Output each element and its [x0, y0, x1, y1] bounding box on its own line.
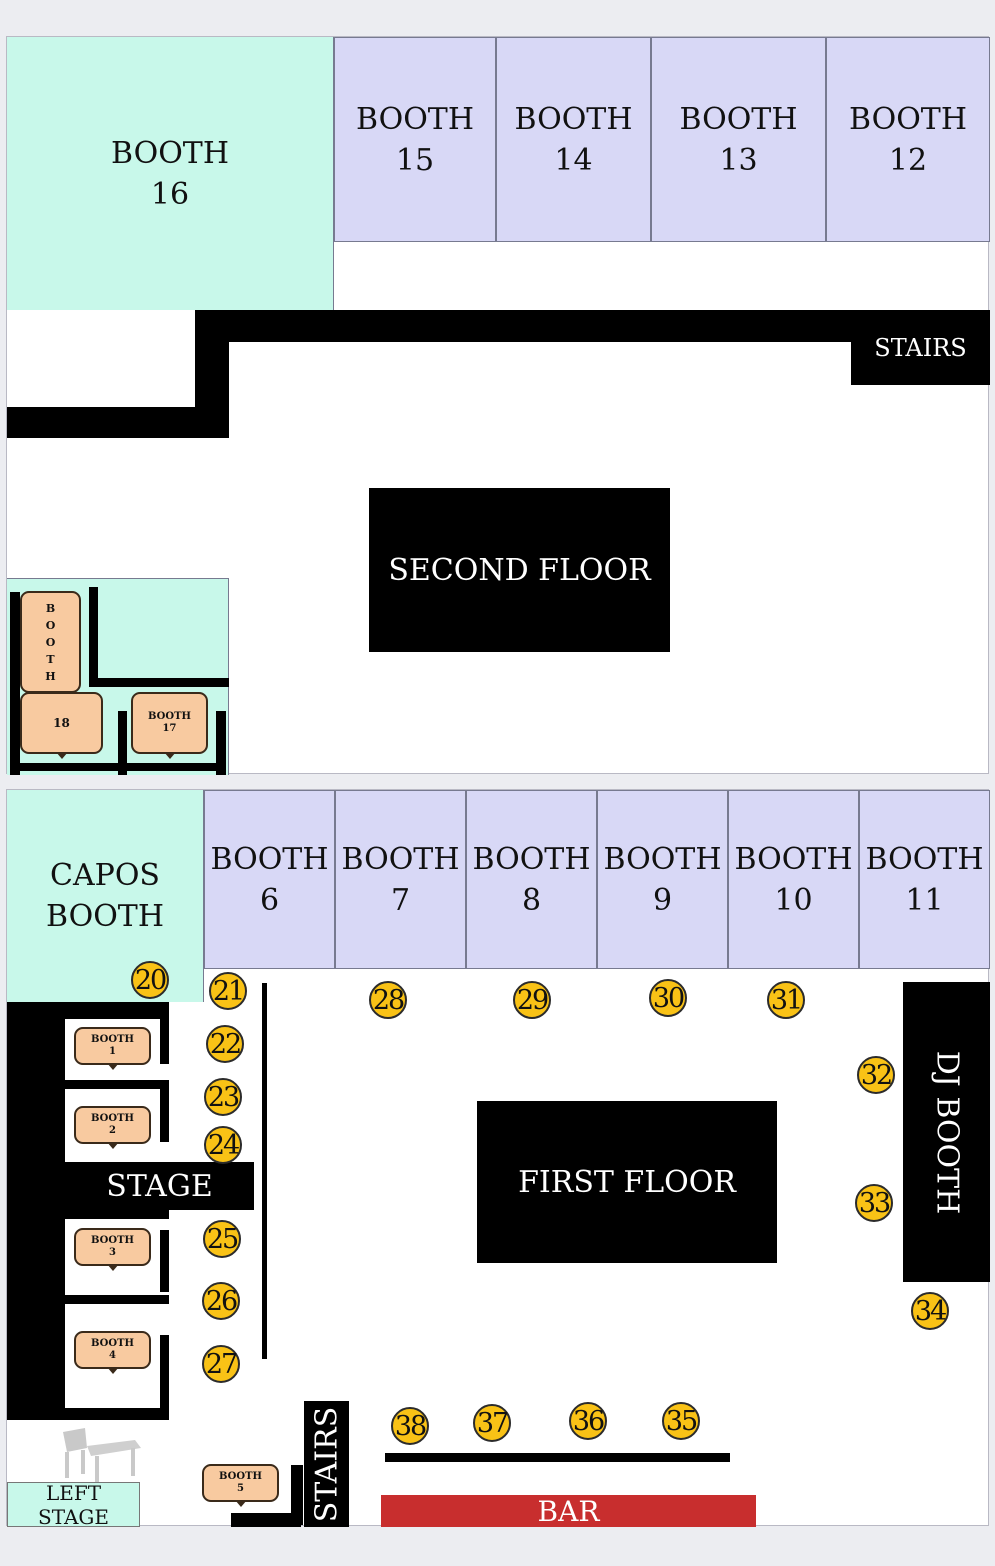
- table-38[interactable]: 38: [391, 1407, 429, 1445]
- booth-5-tag[interactable]: BOOTH 5: [202, 1464, 279, 1507]
- table-26[interactable]: 26: [202, 1282, 240, 1320]
- table-24[interactable]: 24: [204, 1126, 242, 1164]
- stage[interactable]: STAGE: [65, 1162, 254, 1210]
- booth-17-tag[interactable]: BOOTH 17: [131, 692, 208, 759]
- wall: [89, 587, 98, 679]
- dj-booth[interactable]: DJ BOOTH: [903, 982, 990, 1282]
- wall: [65, 1295, 169, 1304]
- wall: [7, 1002, 65, 1420]
- first-floor-plan: CAPOS BOOTH BOOTH 6 BOOTH 7 BOOTH 8 BOOT…: [6, 789, 990, 1529]
- dj-booth-label: DJ BOOTH: [929, 1050, 964, 1214]
- booth-16[interactable]: BOOTH 16: [7, 37, 334, 310]
- booth-12[interactable]: BOOTH 12: [826, 37, 990, 242]
- wall: [160, 1335, 169, 1415]
- stairs-upper[interactable]: STAIRS: [851, 310, 990, 385]
- booth-3-tag[interactable]: BOOTH 3: [74, 1228, 151, 1271]
- wall: [291, 1465, 303, 1525]
- booth-11[interactable]: BOOTH 11: [859, 790, 990, 969]
- wall: [10, 763, 226, 771]
- table-30[interactable]: 30: [649, 979, 687, 1017]
- table-21[interactable]: 21: [209, 972, 247, 1010]
- bar-rail: [385, 1453, 730, 1462]
- table-31[interactable]: 31: [767, 981, 805, 1019]
- booth-2-tag[interactable]: BOOTH 2: [74, 1106, 151, 1149]
- booth-1-tag[interactable]: BOOTH 1: [74, 1027, 151, 1070]
- booth-18-tag[interactable]: 18: [20, 692, 103, 759]
- wall: [65, 1080, 169, 1089]
- capos-booth[interactable]: CAPOS BOOTH: [7, 790, 204, 1002]
- desk-chair-icon: [63, 1428, 141, 1482]
- table-33[interactable]: 33: [855, 1184, 893, 1222]
- wall: [89, 678, 229, 687]
- wall: [216, 711, 226, 775]
- first-floor-label: FIRST FLOOR: [477, 1101, 777, 1263]
- wall: [231, 1513, 301, 1527]
- wall: [10, 592, 20, 775]
- booth-10[interactable]: BOOTH 10: [728, 790, 859, 969]
- bar[interactable]: BAR: [381, 1495, 756, 1528]
- table-32[interactable]: 32: [857, 1056, 895, 1094]
- booth-8[interactable]: BOOTH 8: [466, 790, 597, 969]
- wall: [160, 1080, 169, 1142]
- table-25[interactable]: 25: [203, 1220, 241, 1258]
- left-stage[interactable]: LEFT STAGE: [7, 1481, 140, 1529]
- table-28[interactable]: 28: [369, 981, 407, 1019]
- table-22[interactable]: 22: [206, 1025, 244, 1063]
- stairs-lower-label: STAIRS: [309, 1406, 345, 1522]
- booth-14[interactable]: BOOTH 14: [496, 37, 651, 242]
- stairs-lower[interactable]: STAIRS: [304, 1401, 349, 1527]
- wall: [7, 1002, 169, 1019]
- table-27[interactable]: 27: [202, 1345, 240, 1383]
- wall: [195, 310, 229, 438]
- booth-18-top-tag[interactable]: B O O T H: [20, 591, 81, 698]
- booth-13[interactable]: BOOTH 13: [651, 37, 826, 242]
- wall: [65, 1210, 169, 1219]
- second-floor-label: SECOND FLOOR: [369, 488, 670, 652]
- table-23[interactable]: 23: [204, 1078, 242, 1116]
- wall: [7, 1408, 169, 1420]
- table-20[interactable]: 20: [131, 961, 169, 999]
- table-37[interactable]: 37: [473, 1404, 511, 1442]
- booth-7[interactable]: BOOTH 7: [335, 790, 466, 969]
- booth-6[interactable]: BOOTH 6: [204, 790, 335, 969]
- table-34[interactable]: 34: [911, 1292, 949, 1330]
- booth-15[interactable]: BOOTH 15: [334, 37, 496, 242]
- wall: [160, 1230, 169, 1292]
- table-36[interactable]: 36: [569, 1402, 607, 1440]
- second-floor-plan: BOOTH 16 BOOTH 15 BOOTH 14 BOOTH 13 BOOT…: [6, 36, 990, 775]
- booth-4-tag[interactable]: BOOTH 4: [74, 1331, 151, 1374]
- wall: [118, 711, 127, 775]
- wall: [7, 407, 197, 438]
- wall: [262, 983, 267, 1359]
- wall: [160, 1002, 169, 1064]
- table-35[interactable]: 35: [662, 1402, 700, 1440]
- booth-9[interactable]: BOOTH 9: [597, 790, 728, 969]
- table-29[interactable]: 29: [513, 981, 551, 1019]
